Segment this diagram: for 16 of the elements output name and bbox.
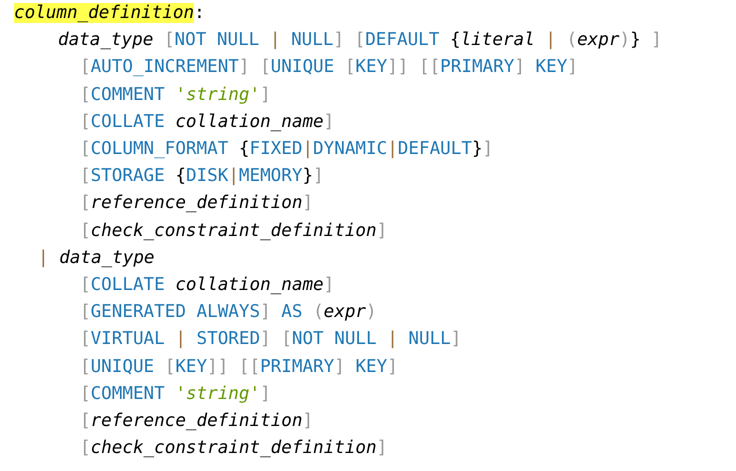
code-line: | data_type bbox=[38, 246, 155, 269]
code-line: [COMMENT 'string'] bbox=[80, 382, 271, 405]
code-line: [check_constraint_definition] bbox=[80, 437, 388, 460]
code-line: [COLLATE collation_name] bbox=[80, 110, 334, 133]
code-line: data_type [NOT NULL | NULL] [DEFAULT {literal | (expr)} ] bbox=[58, 29, 662, 52]
code-line: [UNIQUE [KEY]] [[PRIMARY] KEY] bbox=[80, 356, 398, 378]
code-line: [STORAGE {DISK|MEMORY}] bbox=[80, 165, 324, 188]
code-line: [VIRTUAL | STORED] [NOT NULL | NULL] bbox=[80, 328, 462, 350]
code-line: [COMMENT 'string'] bbox=[80, 84, 271, 106]
code-line: [COLUMN_FORMAT {FIXED|DYNAMIC|DEFAULT}] bbox=[80, 138, 494, 160]
code-line: [reference_definition] bbox=[80, 192, 314, 214]
code-line: [reference_definition] bbox=[80, 410, 314, 432]
code-line: [check_constraint_definition] bbox=[80, 220, 388, 242]
code-line: [GENERATED ALWAYS] AS (expr) bbox=[80, 301, 377, 324]
code-line: [AUTO_INCREMENT] [UNIQUE [KEY]] [[PRIMARY] KEY] bbox=[80, 56, 578, 78]
code-line: [COLLATE collation_name] bbox=[80, 274, 334, 296]
